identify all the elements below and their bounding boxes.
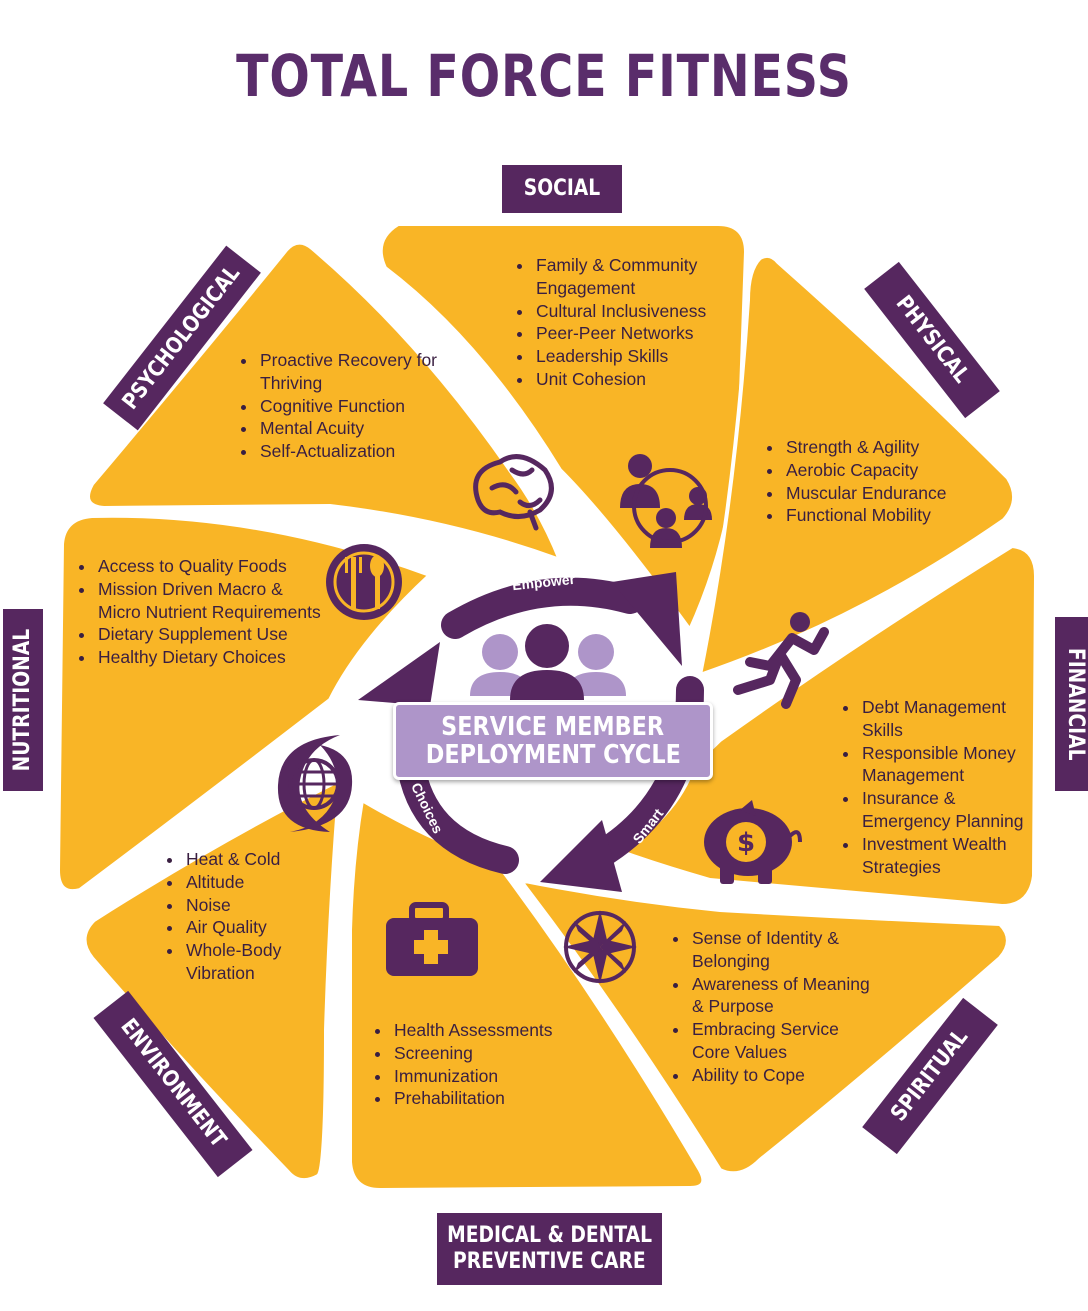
segment-nutritional bbox=[56, 513, 432, 893]
list-item: Screening bbox=[392, 1042, 592, 1065]
list-item: Self-Actualization bbox=[258, 440, 478, 463]
fork-spoon-plate-icon bbox=[326, 544, 402, 620]
list-item: Family & Community Engagement bbox=[534, 254, 764, 300]
community-network-icon bbox=[620, 454, 712, 548]
list-item: Air Quality bbox=[184, 916, 334, 939]
list-item: Sense of Identity & Belonging bbox=[690, 927, 870, 973]
list-item: Dietary Supplement Use bbox=[96, 623, 326, 646]
arrowhead-choices bbox=[358, 642, 440, 706]
list-item: Healthy Dietary Choices bbox=[96, 646, 326, 669]
list-item: Immunization bbox=[392, 1065, 592, 1088]
list-item: Investment Wealth Strategies bbox=[860, 833, 1042, 879]
segment-medical bbox=[348, 798, 706, 1192]
spiritual-list: Sense of Identity & Belonging Awareness … bbox=[672, 927, 870, 1087]
arrowhead-smart bbox=[540, 820, 622, 892]
list-item: Cognitive Function bbox=[258, 395, 478, 418]
segment-physical bbox=[698, 253, 1016, 677]
list-item: Access to Quality Foods bbox=[96, 555, 326, 578]
list-item: Altitude bbox=[184, 871, 334, 894]
list-item: Prehabilitation bbox=[392, 1087, 592, 1110]
label-financial: FINANCIAL bbox=[1055, 617, 1088, 791]
label-social: SOCIAL bbox=[502, 165, 622, 213]
brain-icon bbox=[473, 454, 554, 531]
list-item: Whole-Body Vibration bbox=[184, 939, 334, 985]
list-item: Debt Management Skills bbox=[860, 696, 1042, 742]
list-item: Strength & Agility bbox=[784, 436, 1004, 459]
medical-kit-icon bbox=[386, 902, 478, 976]
social-list: Family & Community Engagement Cultural I… bbox=[516, 254, 764, 391]
piggy-bank-icon: $ bbox=[704, 800, 802, 884]
compass-rose-icon bbox=[563, 910, 637, 984]
financial-list: Debt Management Skills Responsible Money… bbox=[842, 696, 1042, 878]
list-item: Mental Acuity bbox=[258, 417, 478, 440]
list-item: Muscular Endurance bbox=[784, 482, 1004, 505]
list-item: Noise bbox=[184, 894, 334, 917]
list-item: Ability to Cope bbox=[690, 1064, 870, 1087]
list-item: Unit Cohesion bbox=[534, 368, 764, 391]
list-item: Peer-Peer Networks bbox=[534, 322, 764, 345]
list-item: Leadership Skills bbox=[534, 345, 764, 368]
list-item: Mission Driven Macro & Micro Nutrient Re… bbox=[96, 578, 326, 624]
segment-spiritual bbox=[518, 878, 1010, 1176]
list-item: Proactive Recovery for Thriving bbox=[258, 349, 478, 395]
medical-list: Health Assessments Screening Immunizatio… bbox=[374, 1019, 592, 1110]
list-item: Cultural Inclusiveness bbox=[534, 300, 764, 323]
page-title: TOTAL FORCE FITNESS bbox=[236, 42, 852, 110]
physical-list: Strength & Agility Aerobic Capacity Musc… bbox=[766, 436, 1004, 527]
psychological-list: Proactive Recovery for Thriving Cognitiv… bbox=[240, 349, 478, 463]
arrow-empower bbox=[441, 577, 644, 639]
segment-environment bbox=[82, 778, 342, 1183]
nutritional-list: Access to Quality Foods Mission Driven M… bbox=[78, 555, 326, 669]
list-item: Aerobic Capacity bbox=[784, 459, 1004, 482]
running-person-icon bbox=[733, 612, 829, 709]
service-members-icon bbox=[470, 624, 626, 700]
list-item: Health Assessments bbox=[392, 1019, 592, 1042]
segment-psychological bbox=[86, 240, 562, 562]
list-item: Functional Mobility bbox=[784, 504, 1004, 527]
svg-text:$: $ bbox=[737, 828, 755, 858]
arrowhead-empower bbox=[612, 572, 682, 666]
globe-storm-icon bbox=[277, 735, 353, 832]
list-item: Insurance & Emergency Planning bbox=[860, 787, 1042, 833]
label-nutritional: NUTRITIONAL bbox=[3, 609, 43, 791]
deployment-cycle-title: SERVICE MEMBER DEPLOYMENT CYCLE bbox=[393, 702, 713, 780]
environment-list: Heat & Cold Altitude Noise Air Quality W… bbox=[166, 848, 334, 985]
list-item: Embracing Service Core Values bbox=[690, 1018, 870, 1064]
list-item: Responsible Money Management bbox=[860, 742, 1042, 788]
list-item: Awareness of Meaning & Purpose bbox=[690, 973, 870, 1019]
list-item: Heat & Cold bbox=[184, 848, 334, 871]
